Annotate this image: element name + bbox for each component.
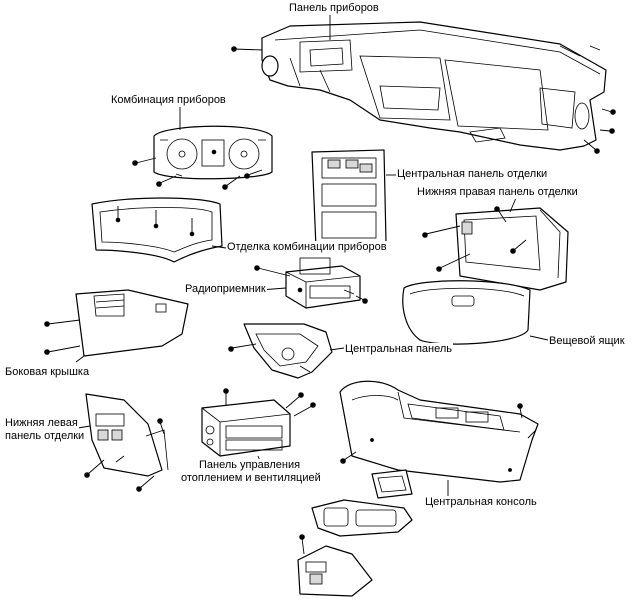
instrument-panel-drawing	[261, 21, 607, 151]
center-panel-drawing	[243, 323, 333, 379]
dashboard-screws	[231, 46, 616, 154]
shift-boot-ring-drawing	[371, 469, 413, 499]
console-top-trim-drawing	[311, 499, 413, 537]
label-center-trim-panel: Центральная панель отделки	[396, 168, 549, 181]
radio-drawing	[285, 257, 361, 309]
cluster-trim-drawing	[91, 197, 223, 263]
label-lower-right-trim-panel: Нижняя правая панель отделки	[416, 186, 579, 199]
label-heater-control-line2: отоплением и вентиляцией	[180, 472, 322, 485]
right-panel-screws	[422, 206, 527, 272]
label-center-panel: Центральная панель	[344, 343, 454, 356]
center-trim-panel-drawing	[311, 149, 387, 249]
center-console-drawing	[339, 380, 539, 483]
side-cover-drawing	[75, 289, 189, 357]
label-heater-control-line1: Панель управления	[198, 459, 302, 472]
side-cover-screws	[44, 319, 81, 355]
console-screws	[340, 403, 537, 464]
label-lower-left-trim-panel-line2: панель отделки	[4, 430, 86, 443]
glove-box-drawing	[402, 280, 531, 345]
heater-control-screws	[223, 388, 316, 417]
center-panel-screws	[228, 343, 311, 373]
label-center-console: Центральная консоль	[424, 496, 538, 509]
label-instrument-panel: Панель приборов	[288, 2, 380, 15]
radio-screws	[254, 265, 368, 304]
cluster-screws	[132, 157, 263, 190]
label-glove-box: Вещевой ящик	[548, 335, 626, 348]
instrument-cluster-drawing	[153, 125, 273, 180]
console-front-piece-drawing	[297, 534, 373, 597]
left-panel-screws	[84, 418, 165, 492]
heater-control-drawing	[201, 399, 291, 457]
label-lower-left-trim-panel-line1: Нижняя левая	[4, 417, 79, 430]
label-cluster-trim: Отделка комбинации приборов	[226, 241, 388, 254]
lower-left-trim-panel-drawing	[85, 393, 169, 477]
label-radio: Радиоприемник	[184, 283, 267, 296]
label-side-cover: Боковая крышка	[4, 366, 91, 379]
label-instrument-cluster: Комбинация приборов	[110, 94, 227, 107]
